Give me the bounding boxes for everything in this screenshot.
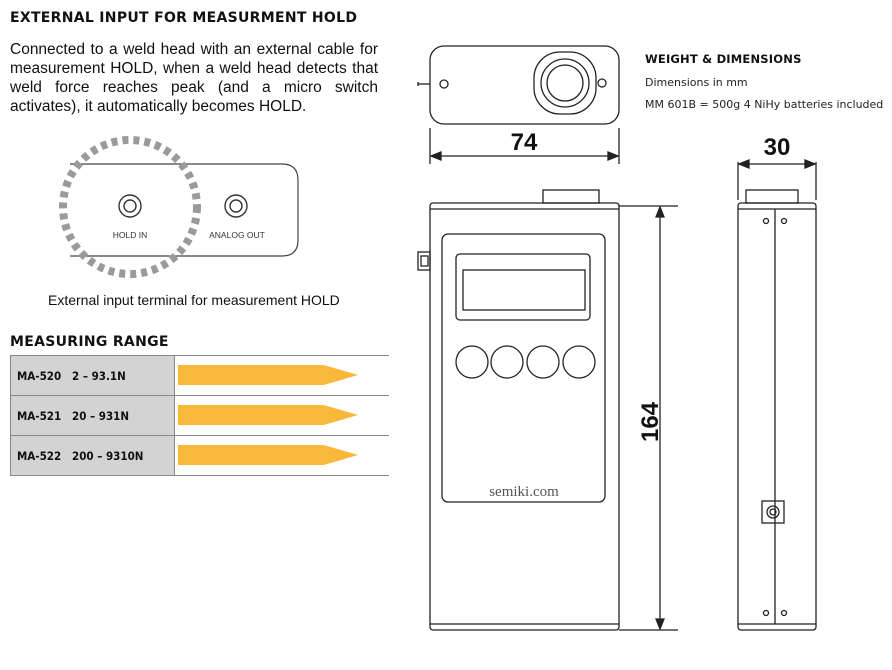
range-bar-cell bbox=[174, 435, 389, 476]
range-row: MA-522 200 – 9310N bbox=[10, 435, 389, 476]
hold-terminal-illustration: HOLD IN ANALOG OUT bbox=[59, 136, 299, 278]
front-view bbox=[417, 189, 620, 631]
analog-out-connector-icon bbox=[224, 194, 248, 218]
side-view bbox=[737, 189, 817, 631]
specs-weight: MM 601B = 500g 4 NiHy batteries included bbox=[645, 98, 884, 111]
top-view bbox=[417, 45, 620, 125]
hold-section-title: EXTERNAL INPUT FOR MEASURMENT HOLD bbox=[10, 10, 358, 26]
range-value: 20 – 931N bbox=[72, 408, 130, 423]
terminal-caption: External input terminal for measurement … bbox=[48, 292, 340, 308]
range-section-title: MEASURING RANGE bbox=[10, 334, 169, 350]
hold-in-label: HOLD IN bbox=[113, 230, 147, 240]
range-value: 200 – 9310N bbox=[72, 448, 144, 463]
width-dimension-label: 74 bbox=[511, 129, 538, 156]
model-name: MA-521 bbox=[17, 408, 62, 423]
range-row: MA-520 2 – 93.1N bbox=[10, 355, 389, 396]
range-row-label: MA-522 200 – 9310N bbox=[10, 435, 175, 476]
range-value: 2 – 93.1N bbox=[72, 368, 126, 383]
hold-in-connector-icon bbox=[118, 194, 142, 218]
hold-description: Connected to a weld head with an externa… bbox=[10, 41, 378, 115]
range-row-label: MA-521 20 – 931N bbox=[10, 395, 175, 436]
range-row: MA-521 20 – 931N bbox=[10, 395, 389, 436]
height-dimension-label: 164 bbox=[637, 401, 664, 442]
device-drawing: 74 30 164 semiki.com bbox=[417, 45, 817, 631]
model-name: MA-522 bbox=[17, 448, 62, 463]
brand-watermark: semiki.com bbox=[489, 484, 559, 500]
side-connector-icon bbox=[761, 500, 785, 524]
analog-out-label: ANALOG OUT bbox=[209, 230, 265, 240]
range-arrow bbox=[178, 365, 358, 385]
specs-units: Dimensions in mm bbox=[645, 76, 748, 89]
range-row-label: MA-520 2 – 93.1N bbox=[10, 355, 175, 396]
specs-title: WEIGHT & DIMENSIONS bbox=[645, 52, 802, 66]
range-arrow bbox=[178, 445, 358, 465]
depth-dimension-label: 30 bbox=[764, 134, 791, 161]
model-name: MA-520 bbox=[17, 368, 62, 383]
range-bar-cell bbox=[174, 395, 389, 436]
range-table: MA-520 2 – 93.1N MA-521 20 – 931N MA-522… bbox=[10, 355, 389, 476]
range-bar-cell bbox=[174, 355, 389, 396]
range-arrow bbox=[178, 405, 358, 425]
